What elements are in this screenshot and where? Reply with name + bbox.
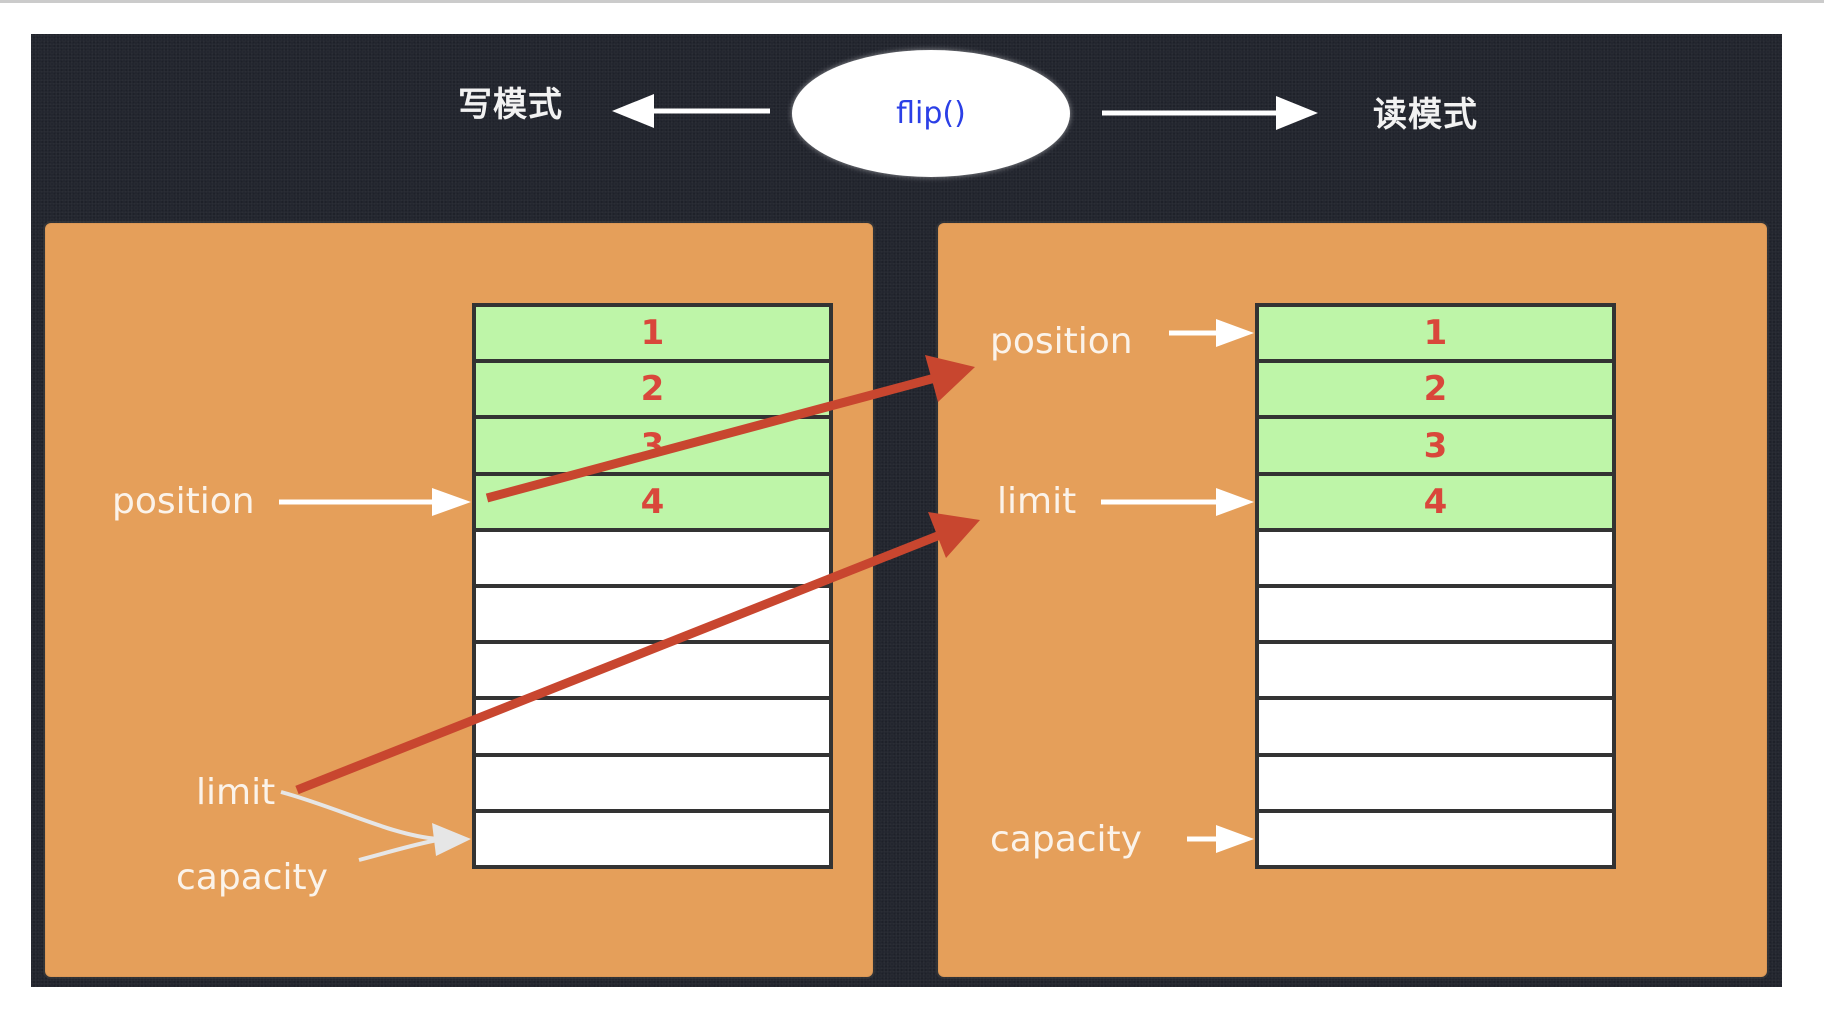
buffer-cell: 1 [1259,307,1612,360]
buffer-cell: 2 [476,363,829,416]
buffer-cell: 3 [476,419,829,472]
write-limit-label: limit [196,772,276,813]
read-mode-label: 读模式 [1373,95,1478,135]
read-limit-label: limit [997,481,1077,522]
top-border [0,0,1824,3]
buffer-cell [1259,588,1612,641]
flip-ellipse: flip() [792,50,1070,177]
read-capacity-label: capacity [990,819,1142,860]
buffer-cell: 1 [476,307,829,360]
read-position-label: position [990,321,1133,362]
buffer-cell [476,812,829,866]
buffer-cell [476,756,829,809]
write-buffer: 1 2 3 4 [472,303,833,869]
buffer-cell [1259,644,1612,697]
write-capacity-label: capacity [176,857,328,898]
buffer-cell [1259,700,1612,753]
buffer-cell [1259,531,1612,585]
buffer-cell [1259,756,1612,809]
buffer-cell [476,644,829,697]
buffer-cell [476,588,829,641]
buffer-cell: 3 [1259,419,1612,472]
buffer-cell [1259,812,1612,866]
write-mode-label: 写模式 [458,85,563,125]
flip-label: flip() [896,96,966,131]
buffer-cell [476,531,829,585]
buffer-cell: 2 [1259,363,1612,416]
buffer-cell [476,700,829,753]
read-buffer: 1 2 3 4 [1255,303,1616,869]
buffer-cell: 4 [476,475,829,528]
buffer-cell: 4 [1259,475,1612,528]
write-position-label: position [112,481,255,522]
